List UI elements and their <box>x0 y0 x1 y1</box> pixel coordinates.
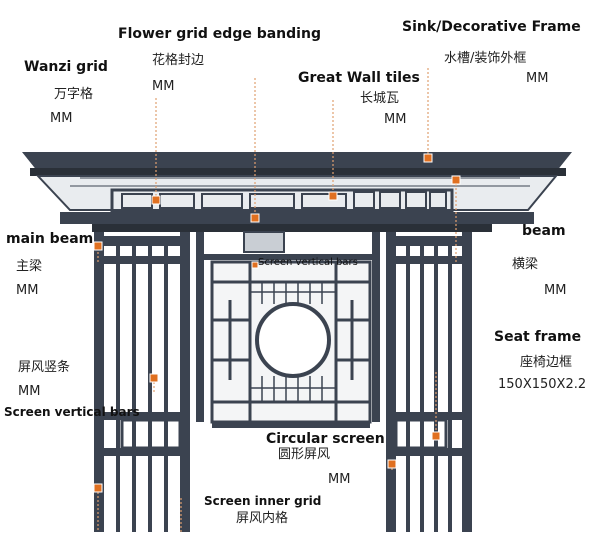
marker-screen-bars <box>149 373 159 383</box>
wanzi-grid-label-zh: 万字格 <box>54 87 94 102</box>
great-wall-mm: MM <box>384 112 407 127</box>
roof-soffit <box>35 175 559 211</box>
roof-top-slab <box>22 152 572 172</box>
roof-rafters <box>70 177 530 187</box>
wanzi-grid-mm: MM <box>50 111 73 126</box>
marker-main-beam <box>93 241 103 251</box>
marker-great-wall <box>328 191 338 201</box>
screen-base <box>212 422 370 428</box>
left-vertical-bars <box>116 246 168 532</box>
great-wall-label-en: Great Wall tiles <box>298 70 420 86</box>
main-beam-label-zh: 主梁 <box>16 259 43 274</box>
right-column-group <box>386 232 472 532</box>
main-beam-front <box>60 212 534 224</box>
wanzi-grid-label-en: Wanzi grid <box>24 59 108 75</box>
left-column-group <box>94 232 190 532</box>
main-beam-label-en: main beam <box>6 231 94 247</box>
wanzi-grid-pattern <box>121 191 447 209</box>
beam-label-en: beam <box>522 223 566 239</box>
screen-bars-label-en: Screen vertical bars <box>4 405 140 419</box>
marker-main-beam-lower <box>93 483 103 493</box>
left-seat <box>120 418 182 450</box>
sink-frame-label-zh: 水槽/装饰外框 <box>444 51 527 66</box>
marker-sink-frame <box>423 153 433 163</box>
marker-circular-screen <box>387 459 397 469</box>
seat-frame-label-zh: 座椅边框 <box>520 355 573 370</box>
seat-frame-spec: 150X150X2.2 <box>498 377 587 392</box>
screen-inner-grid-label-en: Screen inner grid <box>204 494 322 508</box>
beam-lower <box>92 224 492 232</box>
roof-fascia <box>30 168 566 176</box>
callout-markers <box>93 153 461 493</box>
screen-lattice <box>250 282 336 402</box>
sink-frame-mm: MM <box>526 71 549 86</box>
screen-bars-label-zh: 屏风竖条 <box>18 360 71 375</box>
circular-screen-mm: MM <box>328 472 351 487</box>
left-post-inner <box>180 232 190 532</box>
flower-grid-label-en: Flower grid edge banding <box>118 26 321 42</box>
marker-beam <box>451 175 461 185</box>
back-posts <box>196 231 380 422</box>
beam-label-zh: 横梁 <box>512 257 539 272</box>
circular-screen-ring <box>255 302 331 378</box>
circular-screen-label-en: Circular screen <box>266 431 385 447</box>
leader-lines <box>97 68 457 532</box>
marker-flower-grid <box>250 213 260 223</box>
screen-bars-mm: MM <box>18 384 41 399</box>
beam-mm: MM <box>544 283 567 298</box>
right-vertical-bars <box>406 246 452 532</box>
great-wall-label-zh: 长城瓦 <box>360 91 400 106</box>
left-post-outer <box>94 232 104 532</box>
roof <box>22 152 572 232</box>
skylight <box>243 231 285 253</box>
marker-wanzi-grid <box>151 195 161 205</box>
right-post-outer <box>462 232 472 532</box>
marker-inner-bars <box>251 261 259 269</box>
screen-inner-grid-lines <box>212 262 370 422</box>
main-beam-mm: MM <box>16 283 39 298</box>
flower-grid-label-zh: 花格封边 <box>152 53 205 68</box>
marker-seat-frame <box>431 431 441 441</box>
screen-bars-inner-label: Screen vertical bars <box>258 257 358 268</box>
back-screen <box>210 260 372 428</box>
screen-inner-grid-label-zh: 屏风内格 <box>236 511 289 526</box>
flower-grid-mm: MM <box>152 79 175 94</box>
back-beam <box>196 254 380 260</box>
right-seat <box>394 418 448 450</box>
right-post-inner <box>386 232 396 532</box>
sink-frame-label-en: Sink/Decorative Frame <box>402 19 581 35</box>
circular-screen-label-zh: 圆形屏风 <box>278 447 331 462</box>
seat-frame-label-en: Seat frame <box>494 329 582 345</box>
